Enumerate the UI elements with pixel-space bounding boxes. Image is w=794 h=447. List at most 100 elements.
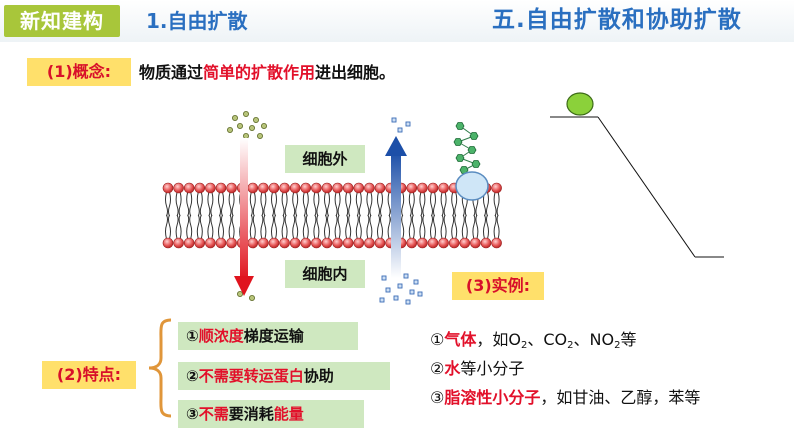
lipid-tail (496, 191, 500, 217)
feature-highlight: 顺浓度 (198, 327, 244, 345)
lipid-tail (199, 214, 203, 240)
lipid-tail (295, 191, 299, 217)
lipid-tail (263, 191, 267, 217)
example-text: ，如甘油、乙醇，苯等 (540, 388, 701, 407)
molecule-dot (253, 116, 260, 123)
molecule-square (393, 295, 399, 301)
lipid-tail (387, 191, 391, 217)
molecule-dot (232, 114, 239, 121)
lipid-head (491, 237, 502, 249)
example-num: ③ (430, 388, 445, 407)
diffusion-out-arrow-head (385, 136, 407, 156)
molecule-square (417, 291, 423, 297)
molecule-square (403, 273, 409, 279)
lipid-tail (472, 214, 476, 240)
lipid-tail (496, 214, 500, 240)
lipid-tail (443, 214, 447, 240)
lipid-tail (249, 214, 253, 240)
lipid-tail (210, 191, 214, 217)
lipid-head (406, 182, 418, 194)
lipid-tail (207, 191, 211, 217)
feature-label: (2)特点: (42, 361, 136, 389)
brace-icon (148, 318, 172, 418)
lipid-tail (440, 191, 444, 217)
example-highlight: 脂溶性小分子 (444, 388, 541, 407)
subscript: 2 (614, 340, 621, 351)
page-title: 五.自由扩散和协助扩散 (492, 7, 742, 33)
molecule-dot (243, 133, 250, 140)
lipid-tail (271, 214, 274, 240)
hexagon-unit (455, 122, 465, 130)
membrane-diagram (162, 110, 502, 305)
section-title: 1.自由扩散 (146, 9, 248, 33)
lipid-tail (316, 191, 320, 217)
lipid-tail (422, 214, 426, 240)
lipid-tail (305, 191, 309, 217)
example-num: ① (430, 330, 445, 349)
molecule-dot (227, 126, 234, 133)
lipid-head (438, 182, 449, 194)
concept-text-before: 物质通过 (139, 63, 204, 82)
molecule-dot (249, 294, 256, 301)
feature-text: 梯度运输 (243, 327, 304, 345)
lipid-tail (366, 214, 370, 240)
example-text: 、NO (573, 330, 615, 349)
concept-label: (1)概念: (27, 58, 131, 86)
lipid-tail (377, 214, 380, 240)
molecule-dot (237, 290, 244, 297)
lipid-head (459, 237, 471, 249)
lipid-tail (281, 214, 285, 240)
lipid-head (279, 237, 290, 249)
lipid-head (470, 237, 481, 249)
lipid-tail (284, 191, 288, 217)
lipid-head (268, 237, 280, 249)
lipid-head (173, 182, 184, 194)
lipid-head (374, 182, 386, 194)
lipid-head (162, 182, 174, 194)
feature-item-3: ③不需要消耗能量 (178, 400, 364, 428)
example-text: 等小分子 (460, 359, 525, 378)
lipid-head (205, 182, 216, 194)
lipid-tail (493, 214, 497, 240)
example-text: 等 (620, 330, 637, 349)
lipid-tail (348, 191, 352, 217)
lipid-tail (454, 214, 458, 240)
lipid-tail (271, 191, 274, 217)
outside-label: 细胞外 (285, 145, 365, 173)
green-molecule-chain (453, 122, 481, 174)
lipid-tail (165, 214, 168, 240)
lipid-tail (327, 191, 330, 217)
lipid-tail (186, 214, 190, 240)
lipid-head (374, 237, 386, 249)
lipid-tail (302, 214, 306, 240)
lipid-tail (165, 191, 168, 217)
example-text: 、CO (527, 330, 568, 349)
lipid-tail (355, 191, 359, 217)
lipid-head (417, 182, 428, 194)
lipid-tail (483, 214, 486, 240)
lipid-tail (168, 191, 171, 217)
lipid-head (427, 182, 439, 194)
lipid-tail (377, 191, 380, 217)
lipid-tail (186, 191, 190, 217)
lipid-head (311, 237, 322, 249)
lipid-tail (231, 214, 235, 240)
feature-highlight: 能量 (273, 405, 304, 423)
lipid-head (427, 237, 439, 249)
concept-text-after: 进出细胞。 (315, 63, 396, 82)
lipid-head (247, 237, 259, 249)
lipid-tail (433, 214, 436, 240)
lipid-tail (292, 191, 296, 217)
molecule-dot (257, 133, 264, 140)
lipid-head (215, 237, 227, 249)
molecule-square (409, 289, 415, 295)
molecules-inside-blue (379, 269, 423, 305)
lipid-head (342, 182, 354, 194)
molecule-square (397, 283, 403, 289)
lipid-tail (401, 214, 405, 240)
hexagon-unit (471, 160, 481, 168)
lipid-tail (358, 191, 362, 217)
lipid-tail (387, 214, 391, 240)
lipid-head (183, 237, 195, 249)
lipid-tail (221, 191, 224, 217)
